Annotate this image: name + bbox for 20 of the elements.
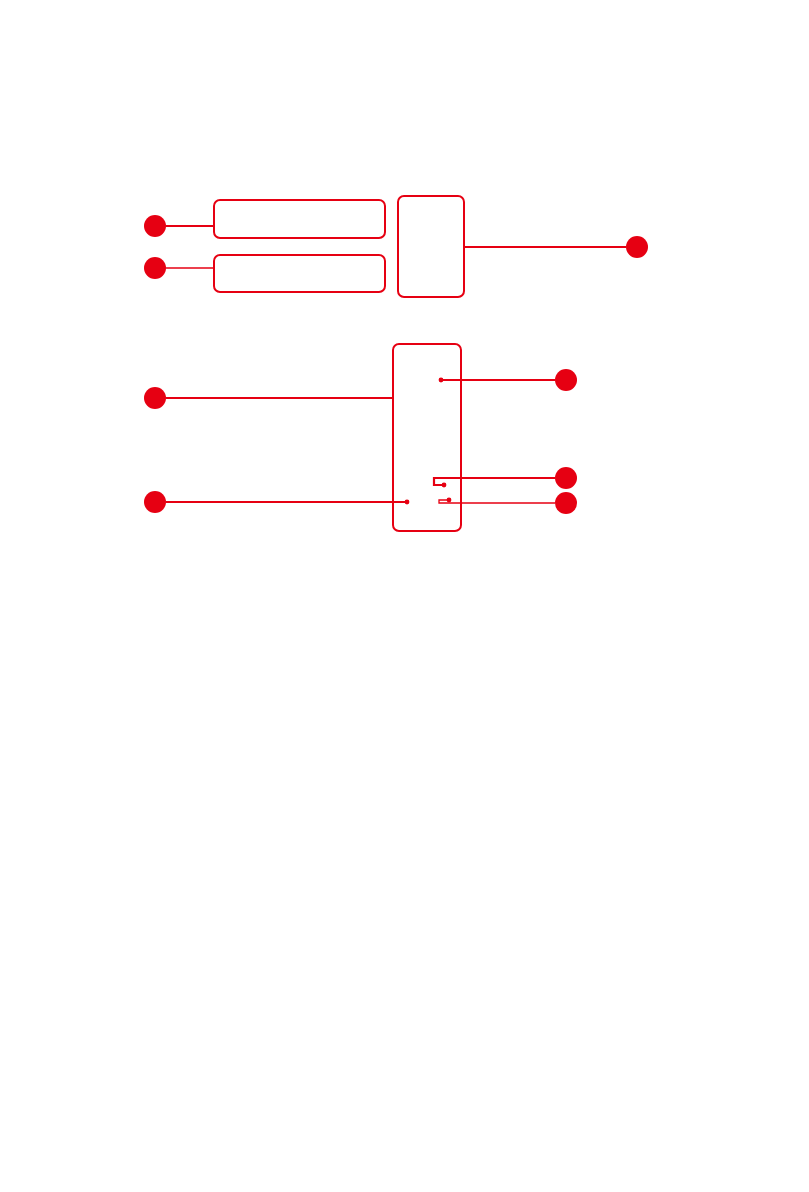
leader-line	[166, 396, 392, 400]
leader-line	[165, 267, 214, 269]
callout-dot	[555, 369, 577, 391]
callout-dot	[144, 387, 166, 409]
leader-line	[438, 377, 555, 383]
callout-dot	[144, 215, 166, 237]
leader-line	[166, 499, 410, 505]
callout-dot	[626, 236, 648, 258]
callout-dot	[555, 467, 577, 489]
leader-line	[166, 224, 213, 228]
callout-dot	[555, 492, 577, 514]
leader-line	[438, 497, 556, 504]
outline-box	[213, 199, 386, 239]
outline-box	[213, 254, 386, 293]
leader-line	[432, 476, 555, 488]
callout-dot	[144, 491, 166, 513]
leader-line	[465, 245, 626, 249]
outline-box	[392, 343, 462, 532]
outline-box	[397, 195, 465, 298]
callout-dot	[144, 257, 166, 279]
